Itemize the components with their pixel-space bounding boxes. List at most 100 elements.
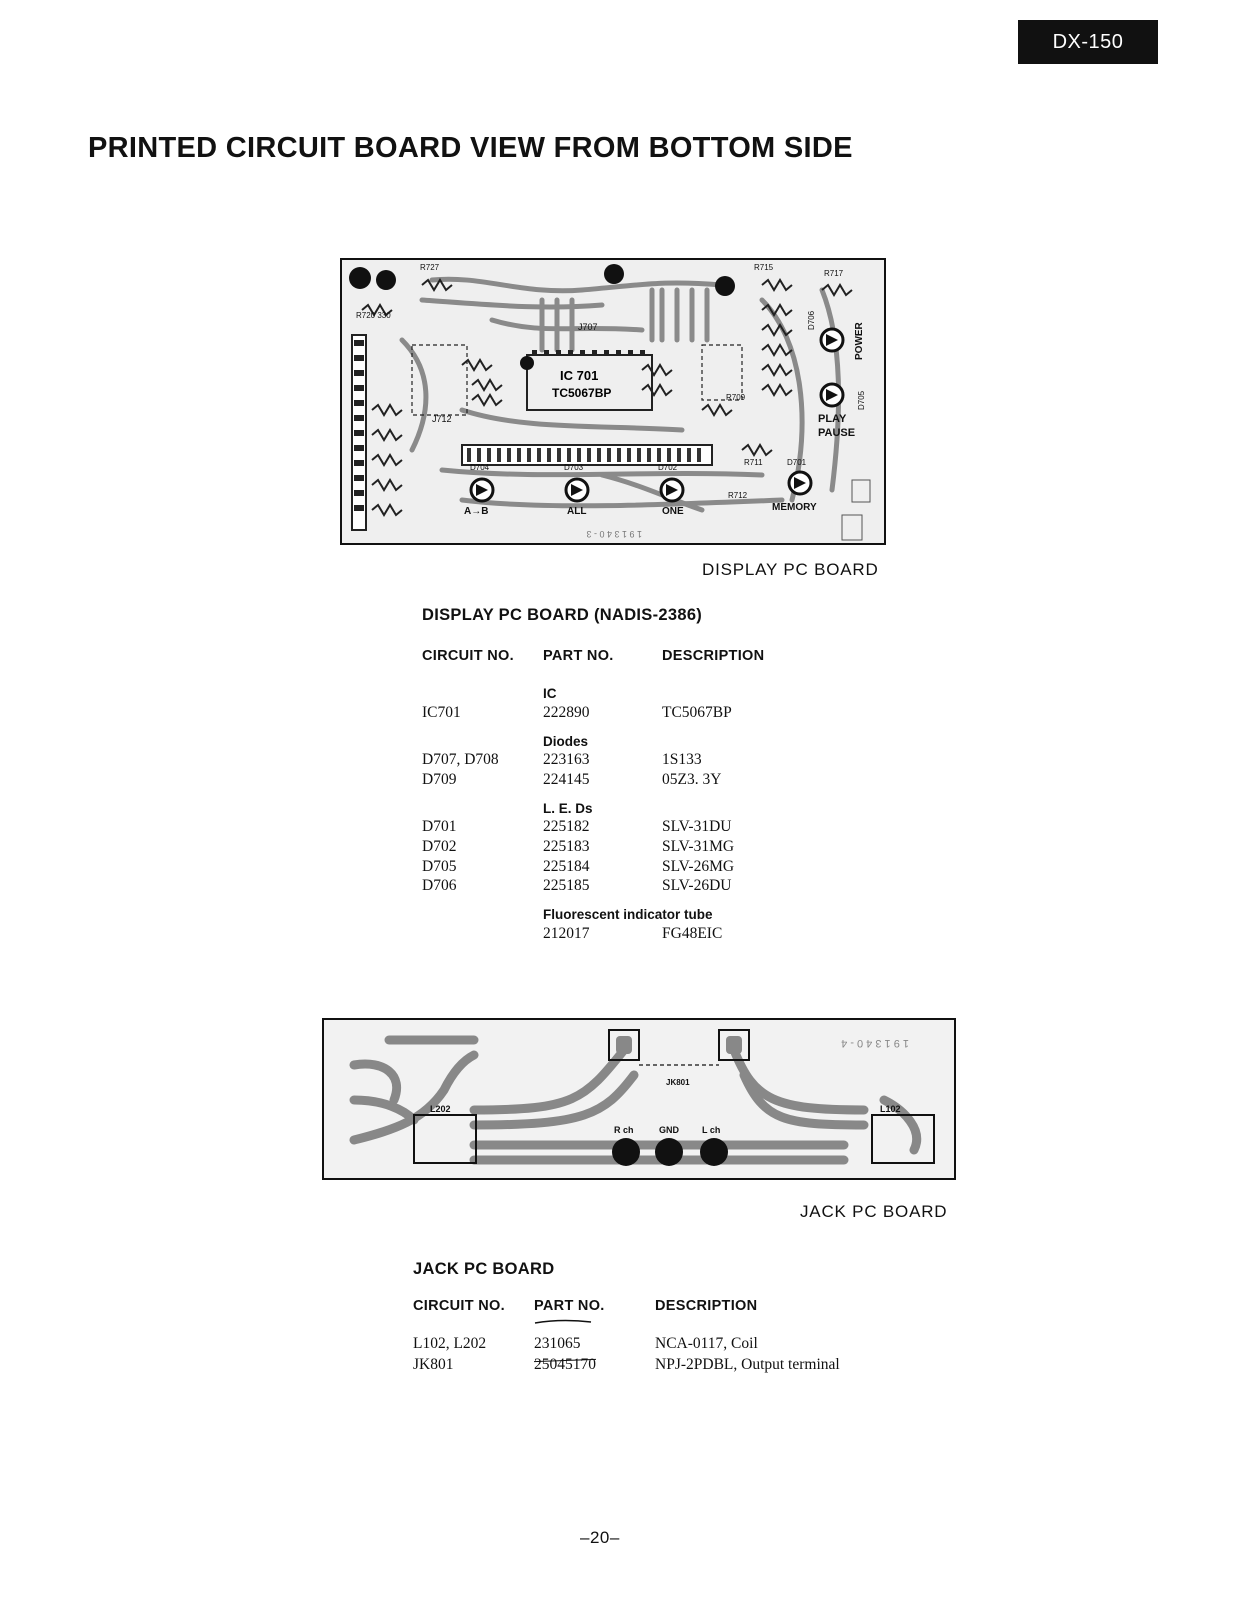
description-cell: NPJ-2PDBL, Output terminal <box>655 1356 840 1373</box>
circuit-cell: D707, D708 <box>422 751 499 769</box>
table-row: 212017 FG48EIC <box>422 923 764 943</box>
table-row: D706 225185 SLV-26DU <box>422 876 764 896</box>
description-cell: 1S133 <box>662 751 702 769</box>
part-cell: 231065 <box>534 1335 581 1352</box>
j712-label: J712 <box>432 414 452 424</box>
r715-label: R715 <box>754 263 774 272</box>
r712-label: R712 <box>728 491 748 500</box>
d703-label: D703 <box>564 463 584 472</box>
jack-table-title: JACK PC BOARD <box>413 1260 555 1278</box>
circuit-no-header: CIRCUIT NO. <box>422 648 514 664</box>
group-leds: L. E. Ds <box>543 800 593 816</box>
part-cell: 225184 <box>543 857 590 875</box>
part-cell: 224145 <box>543 770 590 788</box>
table-row: D702 225183 SLV-31MG <box>422 836 764 856</box>
description-header: DESCRIPTION <box>655 1298 758 1314</box>
circuit-cell: D705 <box>422 857 457 875</box>
circuit-cell: D706 <box>422 877 457 895</box>
circuit-no-header: CIRCUIT NO. <box>413 1298 505 1314</box>
circuit-cell: IC701 <box>422 703 461 721</box>
group-row: IC <box>422 682 764 702</box>
r720-label: R720 330 <box>356 311 391 320</box>
display-serial-label: 1 9 1 3 4 0 - 3 <box>586 529 642 539</box>
jk801-label: JK801 <box>666 1078 690 1087</box>
description-cell: SLV-31MG <box>662 837 735 855</box>
r709-label: R709 <box>726 393 746 402</box>
table-header-row: CIRCUIT NO. PART NO. DESCRIPTION <box>413 1298 840 1332</box>
table-row: L102, L202 231065 NCA-0117, Coil <box>413 1332 840 1353</box>
part-cell: 225183 <box>543 837 590 855</box>
group-diodes: Diodes <box>543 733 589 749</box>
part-cell: 223163 <box>543 751 590 769</box>
power-label: POWER <box>854 321 865 360</box>
display-board-drawing: IC 701 TC5067BP <box>342 260 884 543</box>
display-board-caption: DISPLAY PC BOARD <box>702 560 879 579</box>
r711-label: R711 <box>744 458 763 467</box>
jack-board-image: JK801 L202 L102 R ch GND L ch 1 9 1 3 4 … <box>322 1018 956 1180</box>
struck-part-number: 25045170 <box>534 1356 596 1373</box>
group-fluorescent: Fluorescent indicator tube <box>543 907 713 923</box>
table-row: D701 225182 SLV-31DU <box>422 817 764 837</box>
description-cell: FG48EIC <box>662 924 723 942</box>
circuit-cell: L102, L202 <box>413 1335 487 1352</box>
table-row: D707, D708 223163 1S133 <box>422 750 764 770</box>
display-parts-table: CIRCUIT NO. PART NO. DESCRIPTION IC IC70… <box>422 648 764 943</box>
part-cell: 212017 <box>543 924 590 942</box>
circuit-cell: D701 <box>422 818 457 836</box>
table-header-row: CIRCUIT NO. PART NO. DESCRIPTION <box>422 648 764 682</box>
part-cell: 25045170 <box>534 1353 655 1374</box>
ic-label: IC 701 <box>560 368 598 383</box>
d704-label: D704 <box>470 463 490 472</box>
description-cell: SLV-31DU <box>662 818 732 836</box>
pause-label: PAUSE <box>818 427 855 439</box>
part-no-header: PART NO. <box>543 648 614 664</box>
table-row: D709 224145 05Z3. 3Y <box>422 769 764 789</box>
table-row: JK801 25045170 NPJ-2PDBL, Output termina… <box>413 1353 840 1374</box>
part-cell: 222890 <box>543 703 590 721</box>
all-label: ALL <box>567 506 586 517</box>
part-cell: 225185 <box>543 877 590 895</box>
description-header: DESCRIPTION <box>662 648 765 664</box>
group-ic: IC <box>543 686 557 701</box>
table-row: IC701 222890 TC5067BP <box>422 702 764 722</box>
circuit-cell <box>422 923 543 943</box>
jack-serial-label: 1 9 1 3 4 0 - 4 <box>841 1037 909 1049</box>
j707-label: J707 <box>578 322 598 332</box>
ic-part-label: TC5067BP <box>552 386 611 400</box>
group-row: Fluorescent indicator tube <box>422 895 764 923</box>
one-label: ONE <box>662 506 684 517</box>
d706-label: D706 <box>807 310 816 330</box>
rch-label: R ch <box>614 1125 634 1135</box>
l202-label: L202 <box>430 1104 451 1114</box>
model-badge: DX-150 <box>1018 20 1158 64</box>
d701-label: D701 <box>787 458 807 467</box>
l102-label: L102 <box>880 1104 901 1114</box>
circuit-cell: JK801 <box>413 1356 454 1373</box>
description-cell: 05Z3. 3Y <box>662 770 722 788</box>
description-cell: SLV-26MG <box>662 857 735 875</box>
page-number: –20– <box>580 1528 620 1547</box>
page-heading: PRINTED CIRCUIT BOARD VIEW FROM BOTTOM S… <box>88 132 853 164</box>
play-label: PLAY <box>818 413 847 425</box>
description-cell: TC5067BP <box>662 703 732 721</box>
part-no-header: PART NO. <box>534 1298 605 1314</box>
description-cell: NCA-0117, Coil <box>655 1335 758 1352</box>
display-board-image: IC 701 TC5067BP <box>340 258 886 545</box>
table-row: D705 225184 SLV-26MG <box>422 856 764 876</box>
group-row: Diodes <box>422 722 764 750</box>
r727-label: R727 <box>420 263 440 272</box>
d702-label: D702 <box>658 463 678 472</box>
d705-label: D705 <box>857 390 866 410</box>
memory-label: MEMORY <box>772 502 817 513</box>
part-cell: 225182 <box>543 818 590 836</box>
handwritten-underline <box>534 1319 592 1324</box>
display-table-title: DISPLAY PC BOARD (NADIS-2386) <box>422 606 703 624</box>
jack-parts-table: CIRCUIT NO. PART NO. DESCRIPTION L102, L… <box>413 1298 840 1374</box>
group-row: L. E. Ds <box>422 789 764 817</box>
circuit-cell: D709 <box>422 770 457 788</box>
gnd-label: GND <box>659 1125 680 1135</box>
r717-label: R717 <box>824 269 844 278</box>
circuit-cell: D702 <box>422 837 457 855</box>
lch-label: L ch <box>702 1125 720 1135</box>
ab-label: A→B <box>464 506 488 517</box>
